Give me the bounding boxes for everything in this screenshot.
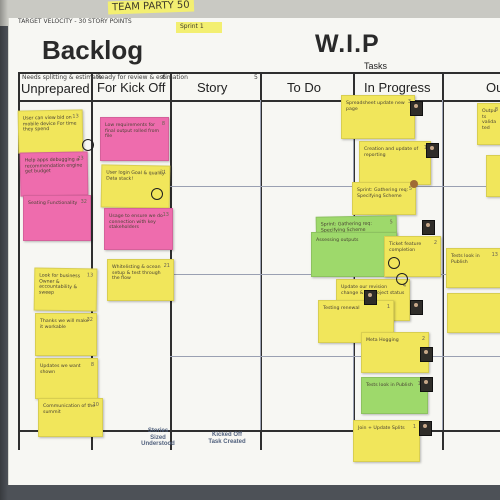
- sticky-note-text: Outputs validated: [482, 109, 497, 132]
- sticky-note: 8 Updates we want shown: [35, 358, 98, 399]
- sticky-note-text: Spreadsheet update new page: [346, 101, 405, 112]
- sticky-note-text: Tests look in Publish: [366, 383, 413, 388]
- sticky-note-text: Updates we want shown: [40, 364, 81, 375]
- avatar: [422, 220, 435, 235]
- avatar: [426, 143, 439, 158]
- sticky-note-text: Testing renewal: [323, 306, 360, 311]
- sticky-note-text: Look for business Owner & accountability…: [38, 273, 81, 297]
- circle-mark: [396, 273, 408, 285]
- column-for-kick-off: For Kick Off: [97, 80, 166, 95]
- tasks-heading: Tasks: [364, 61, 388, 71]
- avatar: [419, 421, 432, 436]
- unprepared-note: Needs splitting & estimate: [22, 74, 102, 81]
- column-story: Story: [197, 80, 228, 95]
- magnet-pin: [410, 180, 418, 188]
- column-in-progress: In Progress: [364, 80, 431, 95]
- velocity-label: TARGET VELOCITY - 30 STORY POINTS: [18, 18, 132, 25]
- sticky-note-text: Sprint: Gathering req: Specifying Scheme: [357, 188, 409, 199]
- sticky-note-text: Usage to ensure we do connection with ke…: [109, 214, 163, 231]
- kicked-off-footer: Kicked Off Task Created: [208, 432, 246, 445]
- circle-mark: [151, 188, 163, 200]
- mid-grid-3: [442, 100, 443, 430]
- circle-mark: [82, 139, 94, 151]
- sticky-note-text: Meta Hogging: [366, 338, 399, 343]
- sticky-note: 13 Usage to ensure we do connection with…: [104, 208, 173, 250]
- avatar: [364, 290, 377, 305]
- sticky-note-text: Join + Update Splits: [358, 426, 405, 431]
- sticky-note-text: Seating Functionality: [28, 201, 78, 206]
- sticky-note: [486, 155, 500, 197]
- sticky-note: 10 Communication of the summit: [38, 398, 103, 437]
- sticky-note: 21 User login Goal & quality Data stack!: [100, 164, 171, 209]
- sticky-note-text: Creation and update of reporting: [364, 147, 419, 158]
- backlog-heading: Backlog: [42, 35, 144, 65]
- avatar: [420, 347, 433, 362]
- sticky-note-text: Ticket feature completion: [389, 242, 422, 253]
- avatar: [410, 300, 423, 315]
- sticky-note: 13 User can view bid on mobile device Fo…: [17, 109, 84, 154]
- wip-heading: W.I.P: [315, 30, 380, 58]
- avatar: [410, 101, 423, 116]
- sticky-note: 13 Tests look in Publish: [361, 377, 428, 414]
- sticky-note-text: Low requirements for final output rolled…: [105, 123, 160, 140]
- column-line-4: [260, 72, 262, 450]
- sticky-note-text: Communication of the summit: [43, 404, 96, 415]
- sticky-note: 32 Thanks we will make it workable: [35, 313, 97, 356]
- story-count: 5: [254, 74, 258, 81]
- sticky-note-text: Assessing outputs: [316, 238, 359, 243]
- sticky-note: 13 Tests look in Publish: [446, 248, 500, 288]
- sticky-note: 3 Spreadsheet update new page: [341, 95, 415, 139]
- sticky-note-text: Tests look in Publish: [451, 254, 480, 265]
- sticky-note: 8 Outputs validated: [477, 103, 500, 145]
- circle-mark: [388, 257, 400, 269]
- sticky-note: [447, 293, 500, 333]
- kickoff-count: 6: [162, 74, 166, 81]
- column-line-1: [18, 72, 20, 450]
- avatar: [420, 377, 433, 392]
- column-out: Ou: [486, 80, 500, 95]
- sticky-note-text: Help apps debugging a recommendation eng…: [24, 157, 83, 175]
- sticky-note: 13 Look for business Owner & accountabil…: [33, 267, 98, 312]
- mid-grid-1: [260, 100, 261, 430]
- sticky-note: 8 Low requirements for final output roll…: [100, 117, 169, 161]
- column-to-do: To Do: [287, 80, 321, 95]
- small-header-note: Sprint 1: [176, 22, 222, 33]
- row-line-3: [170, 356, 500, 357]
- sticky-note: 23 Help apps debugging a recommendation …: [19, 151, 89, 197]
- sticky-note: 32 Seating Functionality: [23, 195, 91, 241]
- row-line-1: [170, 186, 500, 187]
- top-grid-line: [18, 72, 500, 74]
- column-line-6: [442, 72, 444, 450]
- left-shadow: [0, 0, 8, 500]
- sticky-note: 1 Join + Update Splits: [353, 420, 420, 462]
- sticky-note: 21 Whitelisting & ocean setup & test thr…: [107, 259, 174, 301]
- footer-grid-line: [18, 430, 500, 432]
- sticky-note: 1 Creation and update of reporting: [359, 141, 431, 185]
- sticky-note: 5 Sprint: Gathering req: Specifying Sche…: [352, 182, 416, 215]
- sticky-note-text: User login Goal & quality Data stack!: [106, 170, 165, 182]
- sticky-note: 3 Assessing outputs: [311, 232, 397, 277]
- kickoff-note: Ready for review & estimation: [97, 74, 188, 81]
- sticky-note: 2 Ticket feature completion: [384, 236, 441, 277]
- sticky-note-text: User can view bid on mobile device For t…: [22, 115, 77, 133]
- column-unprepared: Unprepared: [21, 81, 90, 96]
- sticky-note: 2 Meta Hogging: [361, 332, 429, 373]
- sticky-note-text: Whitelisting & ocean setup & test throug…: [112, 265, 161, 282]
- sticky-note-text: Thanks we will make it workable: [40, 319, 89, 330]
- stories-sized-footer: Stories Sized Understood: [141, 428, 175, 448]
- header-grid-line: [18, 100, 500, 102]
- column-line-2: [91, 72, 93, 450]
